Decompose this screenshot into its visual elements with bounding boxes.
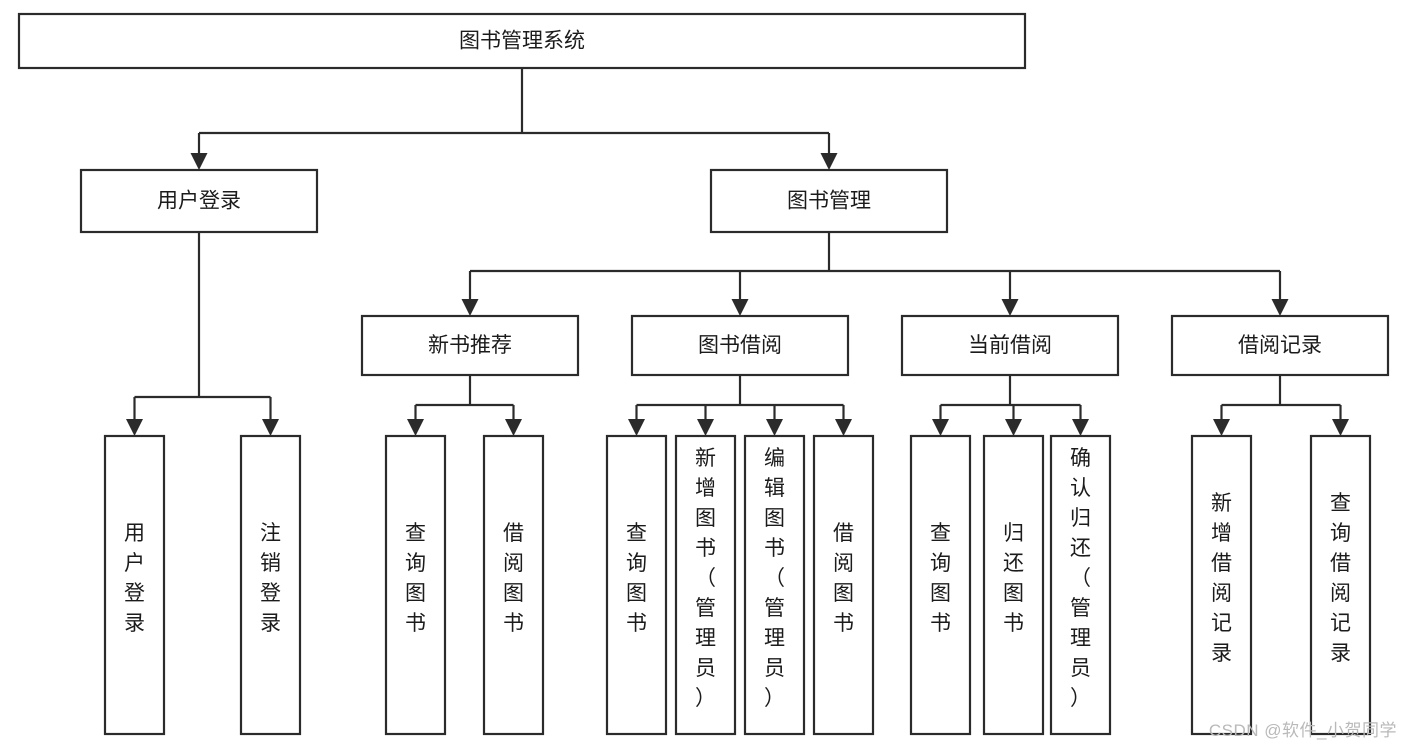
node-label-leaf-confirm-return: 确认归还（管理员） — [1070, 447, 1091, 710]
node-box-leaf-query-book-1 — [384, 434, 447, 736]
arrow-head-icon — [1005, 419, 1022, 436]
arrow-head-icon — [461, 299, 479, 316]
node-box-leaf-add-record — [1190, 434, 1253, 736]
conn-bookmanage-to-level3 — [461, 232, 1289, 316]
node-current-borrow[interactable]: 当前借阅 — [900, 314, 1120, 377]
node-new-book-recommend[interactable]: 新书推荐 — [360, 314, 580, 377]
arrow-head-icon — [766, 419, 783, 436]
node-label-leaf-add-record: 新增借阅记录 — [1211, 492, 1232, 665]
node-leaf-add-book[interactable]: 新增图书（管理员） — [674, 434, 737, 736]
arrow-head-icon — [820, 153, 838, 170]
conn-borrowrecord-to-leaves — [1213, 375, 1349, 436]
node-box-user-login — [79, 168, 319, 234]
node-label-leaf-query-book-2: 查询图书 — [626, 522, 647, 635]
connector-layer — [126, 68, 1349, 436]
node-label-borrow-record: 借阅记录 — [1238, 334, 1322, 357]
node-leaf-edit-book[interactable]: 编辑图书（管理员） — [743, 434, 806, 736]
node-box-leaf-edit-book — [743, 434, 806, 736]
arrow-head-icon — [628, 419, 645, 436]
node-leaf-borrow-book-2[interactable]: 借阅图书 — [812, 434, 875, 736]
node-leaf-query-record[interactable]: 查询借阅记录 — [1309, 434, 1372, 736]
node-user-login[interactable]: 用户登录 — [79, 168, 319, 234]
node-label-leaf-query-record: 查询借阅记录 — [1330, 492, 1351, 665]
conn-newbook-to-leaves — [407, 375, 522, 436]
arrow-head-icon — [1072, 419, 1089, 436]
node-leaf-query-book-3[interactable]: 查询图书 — [909, 434, 972, 736]
arrow-head-icon — [1332, 419, 1349, 436]
node-label-book-borrow: 图书借阅 — [698, 334, 782, 357]
arrow-head-icon — [1001, 299, 1019, 316]
arrow-head-icon — [932, 419, 949, 436]
node-label-book-manage: 图书管理 — [787, 190, 871, 213]
node-box-leaf-user-login — [103, 434, 166, 736]
arrow-head-icon — [407, 419, 424, 436]
node-label-leaf-user-logout: 注销登录 — [260, 522, 281, 635]
node-leaf-query-book-1[interactable]: 查询图书 — [384, 434, 447, 736]
node-leaf-confirm-return[interactable]: 确认归还（管理员） — [1049, 434, 1112, 736]
node-label-leaf-borrow-book-2: 借阅图书 — [833, 522, 854, 635]
arrow-head-icon — [1271, 299, 1289, 316]
conn-root-to-level2 — [190, 68, 838, 170]
arrow-head-icon — [731, 299, 749, 316]
node-book-borrow[interactable]: 图书借阅 — [630, 314, 850, 377]
node-leaf-user-logout[interactable]: 注销登录 — [239, 434, 302, 736]
node-leaf-user-login[interactable]: 用户登录 — [103, 434, 166, 736]
node-book-manage[interactable]: 图书管理 — [709, 168, 949, 234]
node-box-leaf-query-book-3 — [909, 434, 972, 736]
node-leaf-return-book[interactable]: 归还图书 — [982, 434, 1045, 736]
node-label-root: 图书管理系统 — [459, 30, 585, 53]
arrow-head-icon — [835, 419, 852, 436]
watermark-label: CSDN @软件_小贺同学 — [1208, 721, 1397, 740]
node-box-book-borrow — [630, 314, 850, 377]
arrow-head-icon — [697, 419, 714, 436]
node-root[interactable]: 图书管理系统 — [17, 12, 1027, 70]
node-box-leaf-query-book-2 — [605, 434, 668, 736]
node-box-root — [17, 12, 1027, 70]
node-label-leaf-query-book-3: 查询图书 — [930, 522, 951, 635]
node-box-leaf-return-book — [982, 434, 1045, 736]
node-box-leaf-query-record — [1309, 434, 1372, 736]
node-box-leaf-borrow-book-2 — [812, 434, 875, 736]
node-box-book-manage — [709, 168, 949, 234]
node-label-leaf-borrow-book-1: 借阅图书 — [503, 522, 524, 635]
node-box-leaf-confirm-return — [1049, 434, 1112, 736]
arrow-head-icon — [262, 419, 279, 436]
node-leaf-borrow-book-1[interactable]: 借阅图书 — [482, 434, 545, 736]
node-label-current-borrow: 当前借阅 — [968, 334, 1052, 357]
arrow-head-icon — [190, 153, 208, 170]
node-box-borrow-record — [1170, 314, 1390, 377]
node-box-leaf-add-book — [674, 434, 737, 736]
node-label-leaf-edit-book: 编辑图书（管理员） — [764, 447, 785, 710]
node-leaf-query-book-2[interactable]: 查询图书 — [605, 434, 668, 736]
node-label-leaf-query-book-1: 查询图书 — [405, 522, 426, 635]
node-leaf-add-record[interactable]: 新增借阅记录 — [1190, 434, 1253, 736]
node-label-leaf-user-login: 用户登录 — [124, 522, 145, 635]
node-layer: 图书管理系统用户登录图书管理新书推荐图书借阅当前借阅借阅记录用户登录注销登录查询… — [17, 12, 1390, 736]
conn-bookborrow-to-leaves — [628, 375, 852, 436]
arrow-head-icon — [505, 419, 522, 436]
node-label-leaf-add-book: 新增图书（管理员） — [695, 447, 716, 710]
node-box-new-book-recommend — [360, 314, 580, 377]
conn-currentborrow-to-leaves — [932, 375, 1089, 436]
node-box-current-borrow — [900, 314, 1120, 377]
arrow-head-icon — [126, 419, 143, 436]
node-label-new-book-recommend: 新书推荐 — [428, 334, 512, 357]
conn-userlogin-to-leaves — [126, 232, 279, 436]
arrow-head-icon — [1213, 419, 1230, 436]
node-box-leaf-borrow-book-1 — [482, 434, 545, 736]
node-label-leaf-return-book: 归还图书 — [1003, 522, 1024, 635]
node-box-leaf-user-logout — [239, 434, 302, 736]
node-borrow-record[interactable]: 借阅记录 — [1170, 314, 1390, 377]
node-label-user-login: 用户登录 — [157, 190, 241, 213]
